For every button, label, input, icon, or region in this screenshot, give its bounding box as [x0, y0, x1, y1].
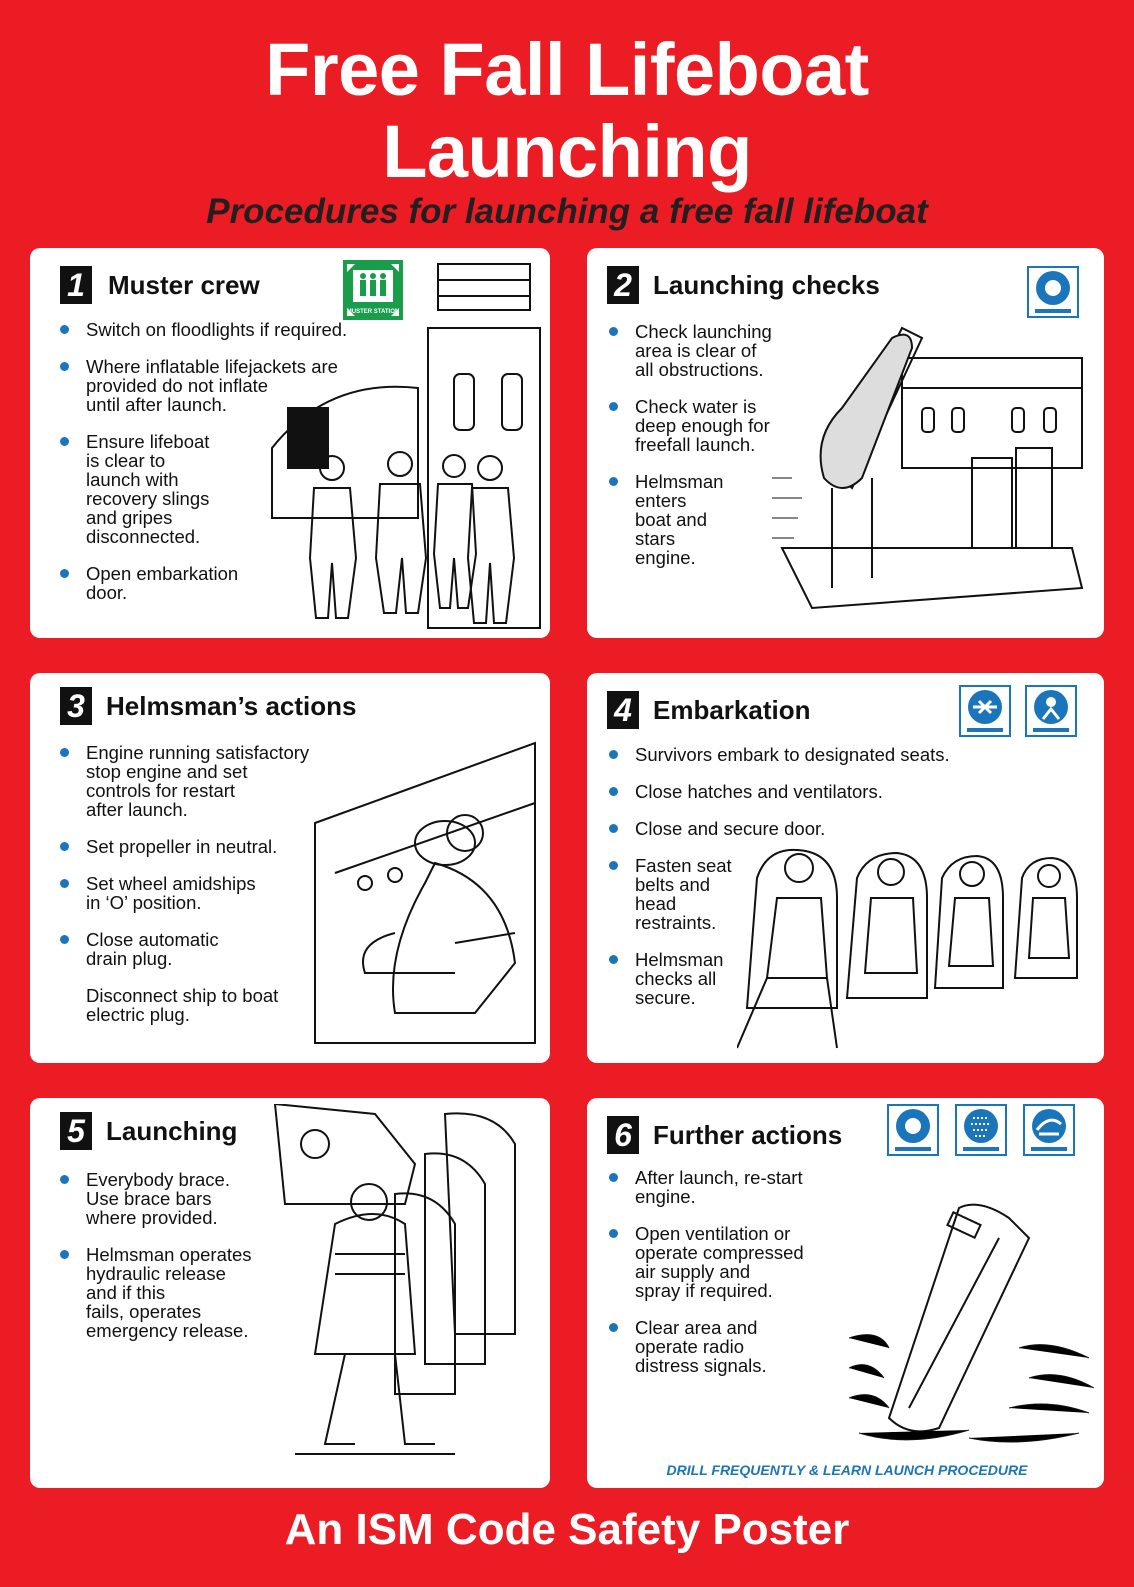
note-item: Disconnect ship to boat electric plug.	[86, 985, 279, 1025]
air-supply-sign-icon	[1023, 1104, 1075, 1156]
step-list: Everybody brace. Use brace bars where pr…	[60, 1170, 252, 1358]
panel-helmsmans-actions: 3 Helmsman’s actions Engine running sati…	[30, 673, 550, 1063]
list-item: Close hatches and ventilators.	[609, 782, 950, 801]
list-item: Set propeller in neutral.	[60, 837, 309, 856]
step-number: 1	[60, 266, 92, 304]
panel-muster-crew: 1 Muster crew MUSTER STATION Switch on f…	[30, 248, 550, 638]
list-item: Engine running satisfactory stop engine …	[60, 743, 309, 819]
step-number: 4	[607, 691, 639, 729]
list-item: Switch on floodlights if required.	[60, 320, 347, 339]
list-item: Helmsman enters boat and stars engine.	[609, 472, 772, 567]
start-engine-sign-icon	[1027, 266, 1079, 318]
list-item: Fasten seat belts and head restraints.	[609, 856, 950, 932]
step-number: 3	[60, 687, 92, 725]
braced-crew-illustration	[273, 1104, 516, 1455]
panel-title: Helmsman’s actions	[106, 691, 357, 721]
panel-launching: 5 Launching Everybody brace. Use brace b…	[30, 1098, 550, 1488]
fasten-seatbelt-sign-icon	[1025, 685, 1077, 737]
panel-title: Launching	[106, 1116, 238, 1146]
step-number: 2	[607, 266, 639, 304]
panel-title: Launching checks	[653, 270, 880, 300]
lifeboat-entering-water-illustration	[849, 1203, 1095, 1443]
step-list: Engine running satisfactory stop engine …	[60, 743, 309, 1042]
lifeboat-on-ramp-illustration	[772, 326, 1084, 610]
list-item: Helmsman operates hydraulic release and …	[60, 1245, 252, 1340]
muster-station-sign-icon: MUSTER STATION	[343, 260, 403, 320]
panel-title: Muster crew	[108, 270, 260, 300]
seated-survivors-illustration	[737, 848, 1078, 1049]
panel-title: Further actions	[653, 1120, 843, 1150]
poster-title-line2: Launching	[382, 110, 752, 193]
helmsman-at-wheel-illustration	[314, 741, 536, 1044]
panel-launching-checks: 2 Launching checks Check launching area …	[587, 248, 1104, 638]
list-item: Everybody brace. Use brace bars where pr…	[60, 1170, 252, 1227]
drill-reminder: DRILL FREQUENTLY & LEARN LAUNCH PROCEDUR…	[666, 1462, 1028, 1478]
water-spray-sign-icon	[955, 1104, 1007, 1156]
panel-further-actions: 6 Further actions After launch, re-start…	[587, 1098, 1104, 1488]
poster-footer: An ISM Code Safety Poster	[284, 1505, 850, 1554]
step-number: 5	[60, 1112, 92, 1150]
step-list: Survivors embark to designated seats. Cl…	[609, 745, 950, 1025]
list-item: Survivors embark to designated seats.	[609, 745, 950, 764]
secure-hatches-sign-icon	[959, 685, 1011, 737]
list-item: Ensure lifeboat is clear to launch with …	[60, 432, 347, 546]
panel-embarkation: 4 Embarkation Survivors embark to design…	[587, 673, 1104, 1063]
list-item: Close automatic drain plug.	[60, 930, 309, 968]
crew-mustering-illustration	[271, 263, 541, 629]
svg-text:MUSTER STATION: MUSTER STATION	[347, 309, 399, 315]
start-engine-sign-icon	[887, 1104, 939, 1156]
step-list: Check launching area is clear of all obs…	[609, 322, 772, 585]
poster-title-line1: Free Fall Lifeboat	[265, 28, 869, 111]
list-item: Helmsman checks all secure.	[609, 950, 950, 1007]
list-item: Where inflatable lifejackets are provide…	[60, 357, 347, 414]
list-item: After launch, re-start engine.	[609, 1168, 804, 1206]
step-list: Switch on floodlights if required. Where…	[60, 320, 347, 620]
list-item: Open ventilation or operate compressed a…	[609, 1224, 804, 1300]
list-item: Check launching area is clear of all obs…	[609, 322, 772, 379]
panel-title: Embarkation	[653, 695, 811, 725]
poster-subtitle: Procedures for launching a free fall lif…	[206, 192, 928, 231]
list-item: Check water is deep enough for freefall …	[609, 397, 772, 454]
step-list: After launch, re-start engine. Open vent…	[609, 1168, 804, 1393]
list-item: Set wheel amidships in ‘O’ position.	[60, 874, 309, 912]
list-item: Open embarkation door.	[60, 564, 347, 602]
list-item: Close and secure door.	[609, 819, 950, 838]
list-item: Clear area and operate radio distress si…	[609, 1318, 804, 1375]
step-number: 6	[607, 1116, 639, 1154]
